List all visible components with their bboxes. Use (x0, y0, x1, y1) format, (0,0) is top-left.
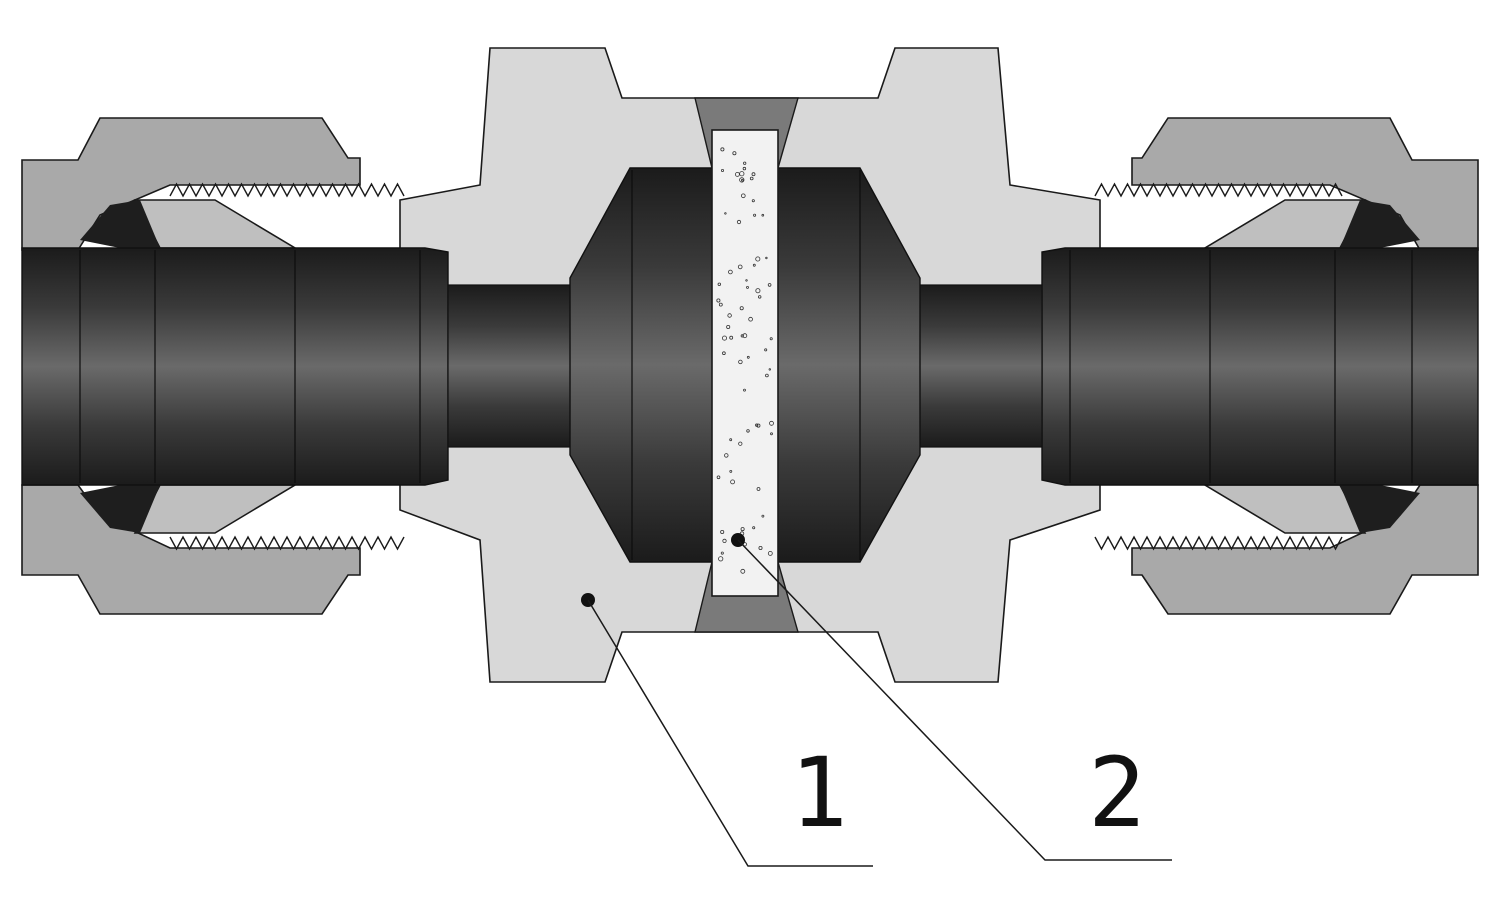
speckle (738, 359, 743, 365)
speckle (721, 168, 725, 172)
tube-ring-lines (79, 170, 1413, 560)
speckle (761, 213, 765, 217)
speckle (749, 176, 754, 181)
speckle (758, 546, 763, 551)
speckle (739, 306, 744, 311)
speckle (740, 527, 745, 532)
speckle (736, 219, 742, 225)
speckle (755, 256, 761, 262)
speckle (752, 263, 756, 267)
speckle (751, 199, 755, 203)
speckle (729, 469, 733, 473)
speckle (720, 530, 725, 535)
speckle (718, 556, 724, 562)
thread-tooth-row (169, 182, 405, 198)
speckle (751, 172, 756, 177)
left-tube (21, 247, 449, 486)
speckle (745, 279, 748, 282)
filter-speckles (716, 147, 774, 574)
speckle (764, 348, 768, 352)
left-back-ferrule-bottom (80, 485, 160, 533)
right-ferrule-bottom (1202, 484, 1367, 534)
speckle (739, 171, 745, 177)
speckle (768, 368, 772, 371)
speckle (722, 335, 728, 341)
speckle (746, 429, 750, 433)
left-ferrule-top (133, 199, 298, 249)
speckle (742, 333, 748, 339)
speckle (743, 161, 747, 165)
speckle (724, 212, 727, 215)
speckle (765, 256, 768, 260)
right-back-ferrule-top (1340, 200, 1420, 248)
speckle (728, 269, 733, 275)
thread-tooth-row (1094, 535, 1343, 551)
speckle (740, 193, 746, 199)
left-back-ferrule-top (80, 200, 160, 248)
thread-tooth-row (169, 535, 405, 551)
speckle (740, 568, 746, 574)
left-bore (447, 284, 574, 448)
speckle (717, 282, 721, 286)
left-ferrule-bottom (133, 484, 298, 534)
speckle (722, 538, 727, 544)
speckle (738, 441, 743, 446)
speckle (720, 147, 725, 152)
speckle (755, 288, 761, 294)
speckle (756, 487, 761, 491)
leader-line-2 (737, 539, 1172, 861)
speckle (756, 423, 761, 428)
speckle (765, 373, 769, 378)
speckle (726, 324, 731, 329)
speckle (767, 551, 773, 556)
speckle (769, 420, 774, 426)
speckle (755, 423, 759, 427)
speckle (753, 213, 757, 217)
speckle (732, 151, 737, 156)
speckle (748, 316, 753, 322)
speckle (730, 479, 735, 485)
callout-label-2: 2 (1088, 737, 1146, 849)
speckle (722, 351, 726, 356)
speckle (770, 432, 773, 436)
leader-line-1 (587, 599, 873, 867)
speckle (729, 438, 733, 442)
speckle (718, 302, 723, 307)
filter-element (711, 129, 779, 597)
right-bore (917, 284, 1043, 448)
speckle (752, 526, 756, 530)
speckle (740, 334, 744, 338)
speckle (720, 551, 724, 555)
speckle (758, 295, 762, 299)
speckle (743, 388, 746, 392)
right-back-ferrule-bottom (1340, 485, 1420, 533)
thread-tooth-row (1094, 182, 1343, 198)
speckle (727, 313, 732, 318)
speckle (737, 264, 743, 270)
speckle (742, 166, 747, 171)
speckle (729, 335, 734, 340)
speckle (746, 355, 750, 359)
speckle (761, 514, 765, 518)
right-ferrule-top (1202, 199, 1367, 249)
speckle (716, 475, 721, 480)
speckle (767, 283, 772, 287)
speckle (716, 298, 721, 303)
thread-teeth (169, 182, 1343, 551)
speckle (740, 178, 744, 182)
speckle (724, 453, 729, 458)
right-tube (1041, 247, 1479, 486)
callout-label-1: 1 (790, 737, 848, 849)
speckle (769, 337, 773, 341)
speckle (746, 285, 749, 289)
speckle (739, 177, 745, 183)
